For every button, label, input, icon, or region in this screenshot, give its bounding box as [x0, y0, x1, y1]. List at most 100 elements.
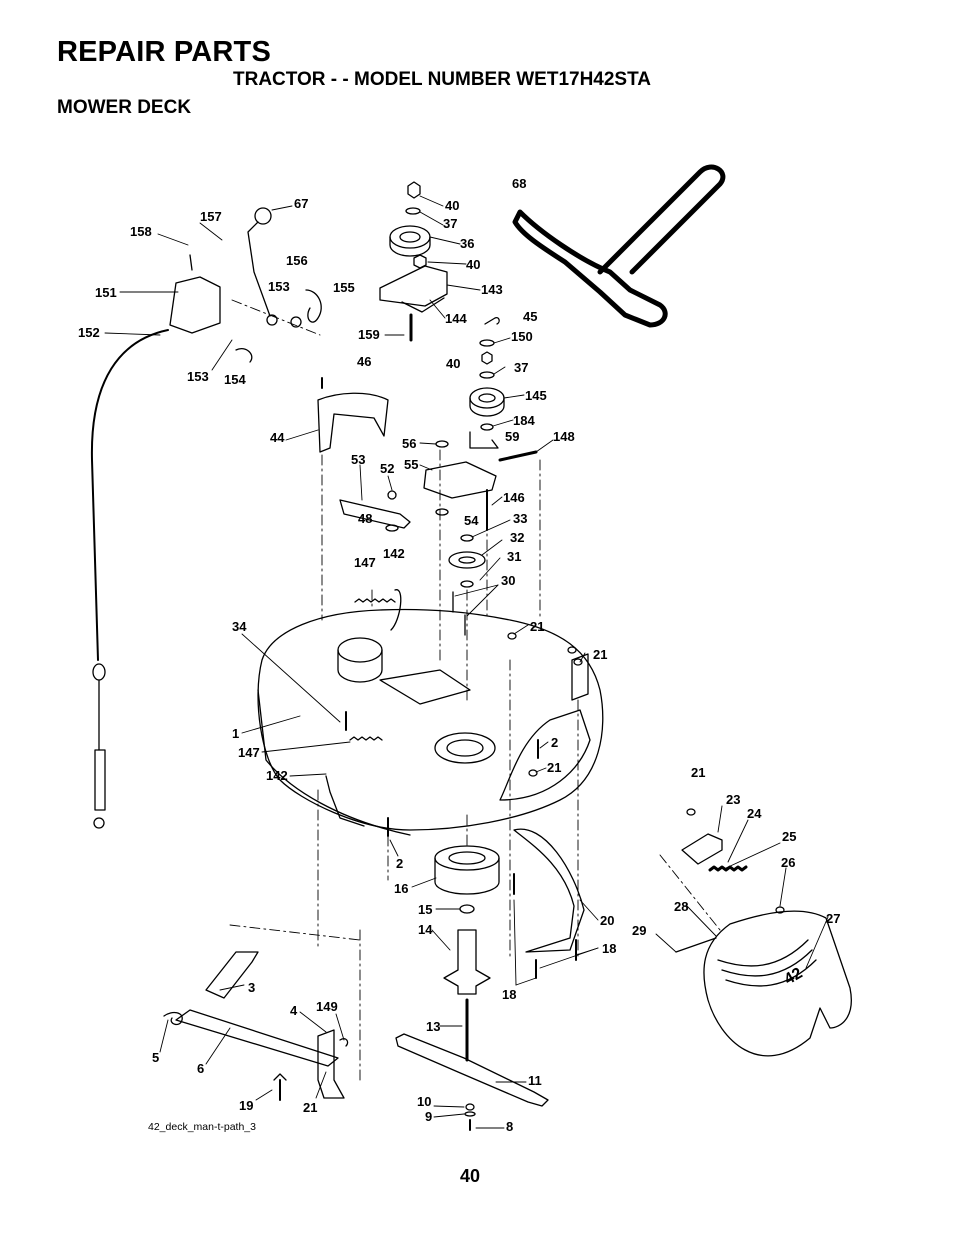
section-title: MOWER DECK — [57, 97, 192, 118]
callout: 36 — [460, 236, 474, 251]
callout: 56 — [402, 436, 416, 451]
callout: 29 — [632, 923, 646, 938]
callout: 144 — [445, 311, 467, 326]
callout: 44 — [270, 430, 285, 445]
alignment-lines — [229, 299, 721, 1081]
callout: 33 — [513, 511, 527, 526]
leader-lines — [104, 195, 829, 1129]
callout: 21 — [303, 1100, 317, 1115]
callout: 40 — [446, 356, 460, 371]
callout: 37 — [514, 360, 528, 375]
callout: 31 — [507, 549, 521, 564]
springs — [325, 589, 402, 827]
callout: 8 — [506, 1119, 513, 1134]
callout: 55 — [404, 457, 418, 472]
callout: 147 — [354, 555, 376, 570]
callout: 143 — [481, 282, 503, 297]
callout: 13 — [426, 1019, 440, 1034]
blade-11 — [395, 1033, 549, 1131]
callout: 158 — [130, 224, 152, 239]
callout: 23 — [726, 792, 740, 807]
deck-hanger-20 — [513, 828, 585, 979]
callout: 26 — [781, 855, 795, 870]
callout: 2 — [551, 735, 558, 750]
callout: 24 — [747, 806, 762, 821]
callout: 14 — [418, 922, 433, 937]
fasteners — [345, 632, 696, 837]
callout: 152 — [78, 325, 100, 340]
spindle-assembly — [434, 845, 500, 1062]
callout: 155 — [333, 280, 355, 295]
callout: 3 — [248, 980, 255, 995]
callout: 156 — [286, 253, 308, 268]
callout: 18 — [602, 941, 616, 956]
callout: 67 — [294, 196, 308, 211]
callout: 34 — [232, 619, 247, 634]
callout: 148 — [553, 429, 575, 444]
callout: 149 — [316, 999, 338, 1014]
callout: 150 — [511, 329, 533, 344]
model-subtitle: TRACTOR - - MODEL NUMBER WET17H42STA — [233, 69, 652, 90]
callout: 151 — [95, 285, 117, 300]
callout: 142 — [266, 768, 288, 783]
callout: 37 — [443, 216, 457, 231]
callout: 40 — [466, 257, 480, 272]
mower-deck-1 — [257, 608, 604, 836]
callout: 18 — [502, 987, 516, 1002]
callout: 11 — [528, 1073, 542, 1088]
callout: 142 — [383, 546, 405, 561]
callout: 48 — [358, 511, 372, 526]
callout: 32 — [510, 530, 524, 545]
callout: 25 — [782, 829, 796, 844]
callout: 21 — [593, 647, 607, 662]
page-title: REPAIR PARTS — [57, 36, 272, 68]
callout: 27 — [826, 911, 840, 926]
callout: 145 — [525, 388, 547, 403]
height-adjust-cable — [90, 207, 322, 829]
callout: 28 — [674, 899, 688, 914]
upper-idler-assembly — [379, 181, 448, 342]
callout: 9 — [425, 1109, 432, 1124]
center-pulley — [448, 534, 486, 636]
callout: 54 — [464, 513, 479, 528]
callout: 45 — [523, 309, 537, 324]
callout: 52 — [380, 461, 394, 476]
callout: 19 — [239, 1098, 253, 1113]
callout: 68 — [512, 176, 526, 191]
callout: 153 — [187, 369, 209, 384]
callout: 153 — [268, 279, 290, 294]
part-callouts: 68 40 67 157 37 158 36 156 40 151 153 15… — [78, 176, 840, 1134]
callout: 16 — [394, 881, 408, 896]
callout: 147 — [238, 745, 260, 760]
drawing-reference-id: 42_deck_man-t-path_3 — [148, 1121, 256, 1133]
callout: 59 — [505, 429, 519, 444]
callout: 154 — [224, 372, 246, 387]
callout: 157 — [200, 209, 222, 224]
callout: 40 — [445, 198, 459, 213]
callout: 5 — [152, 1050, 159, 1065]
callout: 10 — [417, 1094, 431, 1109]
callout: 15 — [418, 902, 432, 917]
callout: 30 — [501, 573, 515, 588]
idler-bracket — [339, 490, 411, 532]
callout: 6 — [197, 1061, 204, 1076]
callout: 184 — [513, 413, 535, 428]
callout: 4 — [290, 1003, 298, 1018]
discharge-chute-27 — [675, 833, 852, 1057]
callout: 1 — [232, 726, 239, 741]
callout: 46 — [357, 354, 371, 369]
page-number: 40 — [460, 1166, 481, 1186]
callout: 21 — [691, 765, 705, 780]
idler-arm-assembly — [423, 316, 538, 531]
callout: 21 — [530, 619, 544, 634]
callout: 2 — [396, 856, 403, 871]
deck-size-mark: 42 — [782, 965, 806, 989]
callout: 146 — [503, 490, 525, 505]
belt-68 — [512, 164, 726, 328]
callout: 53 — [351, 452, 365, 467]
callout: 159 — [358, 327, 380, 342]
lift-arm-assembly — [163, 951, 349, 1101]
callout: 20 — [600, 913, 614, 928]
callout: 21 — [547, 760, 561, 775]
